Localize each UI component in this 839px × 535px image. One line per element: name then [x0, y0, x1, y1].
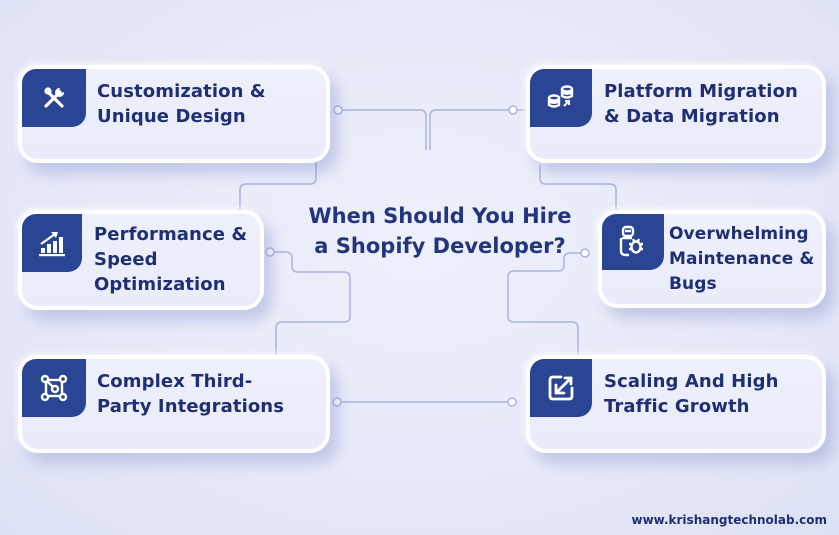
integration-nodes-icon	[40, 374, 68, 402]
card-integrations: Complex Third- Party Integrations	[18, 355, 330, 453]
card-title: Overwhelming Maintenance & Bugs	[669, 224, 815, 294]
tools-icon	[44, 87, 65, 108]
lock-bug-icon	[619, 225, 643, 257]
card-title: Customization & Unique Design	[97, 81, 266, 127]
icon-box	[22, 69, 86, 127]
expand-arrow-icon	[548, 375, 574, 401]
icon-box	[602, 214, 664, 270]
database-transfer-icon	[547, 85, 574, 108]
card-performance: Performance & Speed Optimization	[18, 210, 264, 310]
main-title: When Should You Hire a Shopify Developer…	[308, 204, 572, 258]
card-title: Complex Third- Party Integrations	[97, 371, 285, 417]
card-customization: Customization & Unique Design	[18, 65, 330, 163]
card-title: Platform Migration & Data Migration	[604, 81, 798, 127]
card-title: Scaling And High Traffic Growth	[604, 371, 779, 417]
card-title: Performance & Speed Optimization	[94, 224, 248, 295]
footer-url[interactable]: www.krishangtechnolab.com	[631, 513, 827, 527]
card-scaling: Scaling And High Traffic Growth	[526, 355, 826, 453]
card-maintenance: Overwhelming Maintenance & Bugs	[598, 210, 826, 308]
icon-box	[530, 359, 592, 417]
icon-box	[22, 214, 82, 272]
icon-box	[530, 69, 592, 127]
icon-box	[22, 359, 86, 417]
card-platform-migration: Platform Migration & Data Migration	[526, 65, 826, 163]
bar-chart-growth-icon	[39, 232, 65, 257]
